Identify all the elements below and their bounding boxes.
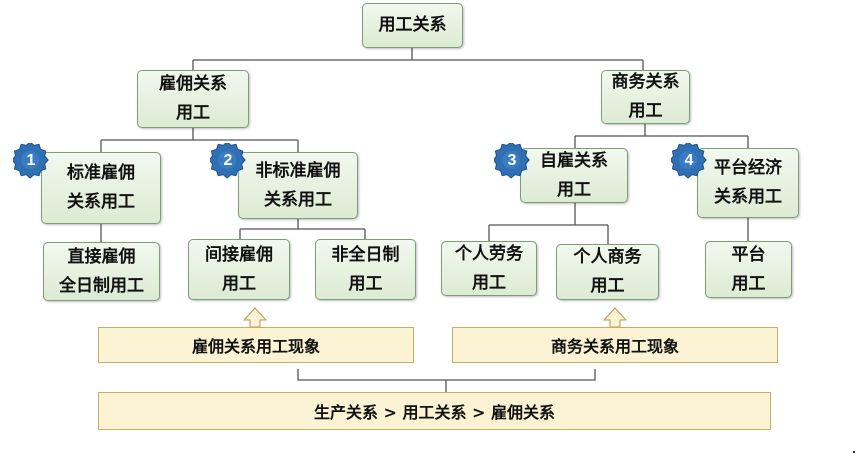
node-line: 直接雇佣 bbox=[67, 246, 136, 267]
node-line: 用工 bbox=[731, 273, 766, 294]
node-line: 非标准雇佣 bbox=[255, 160, 341, 181]
personal-business-node: 个人商务 用工 bbox=[556, 244, 659, 300]
badge-number: 3 bbox=[507, 152, 517, 169]
node-line: 商务关系 bbox=[611, 72, 680, 92]
node-line: 关系用工 bbox=[67, 192, 135, 212]
badge-number: 4 bbox=[684, 152, 694, 169]
badge-1-icon: 1 bbox=[13, 143, 49, 179]
node-line: 雇佣关系 bbox=[159, 74, 227, 94]
part-time-node: 非全日制 用工 bbox=[315, 239, 416, 300]
badge-2-icon: 2 bbox=[210, 143, 246, 179]
node-line: 平台经济 bbox=[714, 158, 782, 178]
node-line: 标准雇佣 bbox=[67, 163, 135, 183]
node-line: 用工 bbox=[590, 276, 625, 296]
root-label: 用工关系 bbox=[378, 15, 447, 35]
node-line: 间接雇佣 bbox=[205, 244, 273, 265]
platform-economy-node: 平台经济 关系用工 bbox=[697, 148, 799, 218]
node-line: 非全日制 bbox=[331, 244, 400, 265]
platform-use-node: 平台 用工 bbox=[705, 241, 792, 298]
bar-label: 雇佣关系用工现象 bbox=[191, 337, 320, 356]
node-line: 用工 bbox=[222, 273, 256, 294]
node-line: 用工 bbox=[628, 101, 663, 121]
nonstandard-employment-node: 非标准雇佣 关系用工 bbox=[238, 152, 358, 219]
node-line: 关系用工 bbox=[264, 189, 332, 210]
badge-number: 2 bbox=[223, 152, 233, 169]
node-line: 平台 bbox=[731, 244, 766, 265]
node-line: 用工 bbox=[472, 272, 506, 293]
node-line: 用工 bbox=[176, 103, 210, 123]
badge-3-icon: 3 bbox=[494, 143, 530, 179]
node-line: 用工 bbox=[557, 179, 591, 200]
summary-label: 生产关系 > 用工关系 > 雇佣关系 bbox=[313, 403, 556, 422]
self-employment-node: 自雇关系 用工 bbox=[520, 148, 628, 203]
direct-fulltime-node: 直接雇佣 全日制用工 bbox=[43, 242, 160, 301]
indirect-employment-node: 间接雇佣 用工 bbox=[188, 239, 290, 300]
stray-dot bbox=[853, 451, 855, 453]
node-line: 全日制用工 bbox=[59, 275, 144, 296]
node-line: 个人劳务 bbox=[455, 243, 523, 264]
badge-4-icon: 4 bbox=[671, 143, 707, 179]
badge-number: 1 bbox=[26, 152, 36, 169]
node-line: 个人商务 bbox=[573, 247, 642, 267]
root-node: 用工关系 bbox=[362, 3, 463, 48]
bar-label: 商务关系用工现象 bbox=[550, 337, 679, 356]
business-relation-node: 商务关系 用工 bbox=[601, 70, 690, 124]
summary-bar: 生产关系 > 用工关系 > 雇佣关系 bbox=[98, 392, 771, 430]
node-line: 用工 bbox=[348, 273, 383, 294]
personal-labor-node: 个人劳务 用工 bbox=[441, 241, 537, 296]
node-line: 关系用工 bbox=[714, 187, 782, 207]
standard-employment-node: 标准雇佣 关系用工 bbox=[41, 152, 161, 224]
employment-relation-node: 雇佣关系 用工 bbox=[137, 70, 249, 128]
business-phenomenon-bar: 商务关系用工现象 bbox=[452, 327, 778, 363]
node-line: 自雇关系 bbox=[540, 150, 608, 171]
employment-phenomenon-bar: 雇佣关系用工现象 bbox=[98, 327, 414, 363]
